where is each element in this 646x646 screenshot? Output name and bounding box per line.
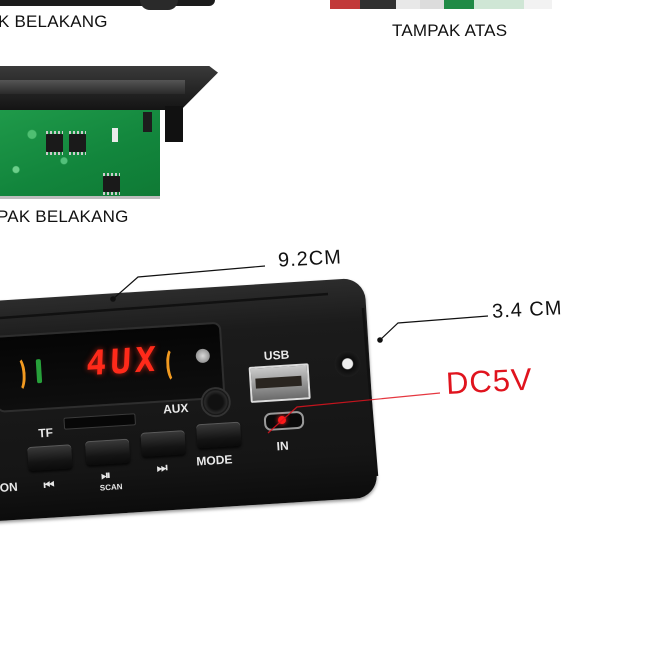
prev-button[interactable] — [27, 444, 73, 472]
caption-top-view: TAMPAK ATAS — [392, 21, 508, 40]
play-pause-icon: ⏯ — [100, 468, 110, 483]
rear-frame-bar — [0, 80, 185, 94]
power-indicator-dot — [277, 415, 287, 425]
aux-label: AUX — [162, 400, 189, 417]
on-label-partial: ON — [0, 479, 19, 495]
pcb-chip — [103, 173, 120, 195]
display-bracket-left — [9, 356, 27, 393]
display-indicator-green — [35, 359, 43, 384]
mode-button[interactable] — [196, 421, 242, 449]
scan-label: SCAN — [99, 482, 123, 493]
led-display-text: 4UX — [85, 339, 161, 385]
prev-icon: ⏮ — [43, 477, 53, 493]
caption-rear-view-bottom: PAK BELAKANG — [0, 207, 129, 226]
tf-card-slot[interactable] — [63, 413, 137, 430]
led-display-window: 4UX — [0, 321, 226, 413]
power-voltage-callout: DC5V — [445, 361, 534, 402]
front-panel: 4UX AUX TF ON ⏮ ⏯ SCAN ⏭ MODE USB IN — [0, 277, 379, 523]
mode-label: MODE — [195, 452, 233, 469]
next-button[interactable] — [140, 430, 186, 457]
rear-bracket — [165, 106, 183, 142]
mount-hole — [333, 349, 362, 378]
rear-view-device-top-edge — [0, 0, 215, 6]
height-leader-line — [379, 315, 489, 341]
aux-jack[interactable] — [199, 386, 232, 419]
micro-usb-power-port[interactable] — [263, 410, 305, 432]
usb-port[interactable] — [248, 363, 311, 403]
display-bracket-right — [165, 346, 183, 384]
rear-view-device-knob — [140, 0, 178, 10]
caption-rear-view-top: K BELAKANG — [0, 12, 108, 31]
pcb-chip — [69, 131, 86, 155]
tf-label: TF — [37, 425, 54, 441]
top-view-pcb-edge — [330, 0, 552, 9]
pcb-diode — [143, 112, 152, 132]
width-dimension-label: 9.2CM — [277, 246, 343, 272]
next-icon: ⏭ — [156, 460, 166, 475]
usb-label: USB — [263, 347, 290, 364]
in-label: IN — [276, 438, 290, 454]
play-pause-button[interactable] — [84, 438, 131, 466]
pcb-chip — [46, 131, 63, 155]
ir-receiver — [195, 348, 211, 364]
pcb-led — [112, 128, 118, 142]
height-leader-dot — [377, 337, 383, 343]
height-dimension-label: 3.4 CM — [491, 297, 563, 323]
